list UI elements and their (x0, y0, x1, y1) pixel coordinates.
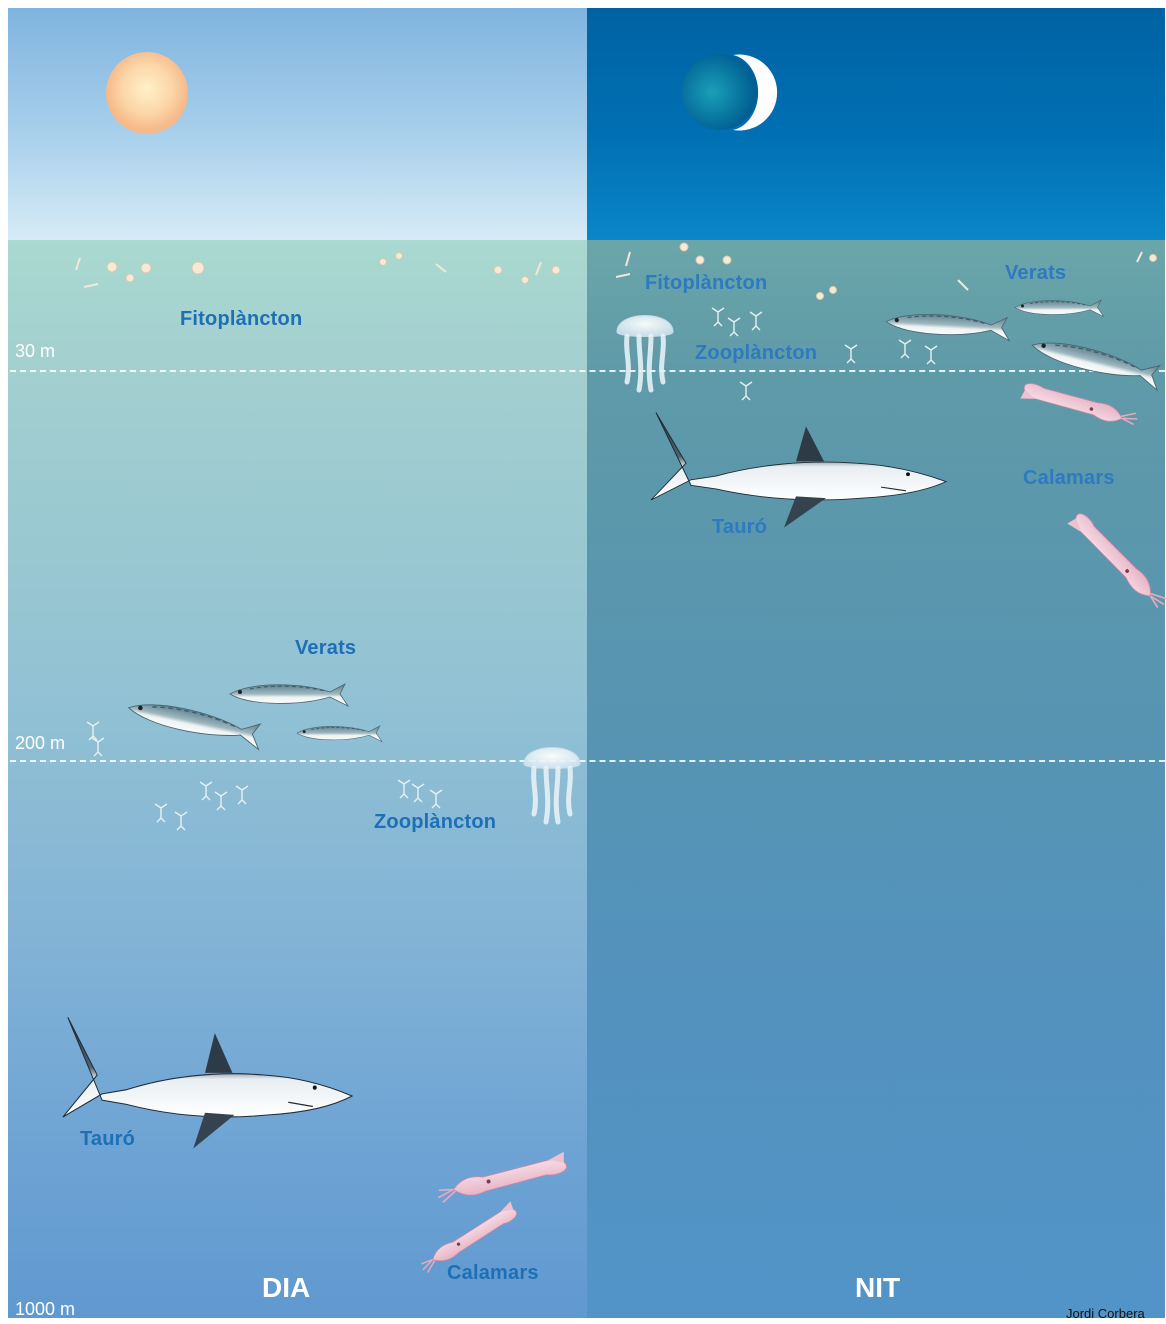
credit-text: Jordi Corbera (1066, 1306, 1145, 1321)
sun-icon (106, 52, 188, 134)
day-caption: DIA (262, 1272, 310, 1304)
mackerel-icon (297, 726, 382, 742)
day-phytoplankton-label: Fitoplàncton (180, 308, 302, 331)
squid-icon (1067, 506, 1166, 619)
mackerel-icon (886, 311, 1011, 341)
night-shark-label: Tauró (712, 516, 767, 539)
jellyfish-icon (617, 316, 673, 391)
jellyfish-icon (524, 748, 580, 823)
depth-label-30m: 30 m (15, 341, 55, 362)
mackerel-icon (230, 684, 348, 706)
depth-label-1000m: 1000 m (15, 1299, 75, 1320)
night-phytoplankton-label: Fitoplàncton (645, 272, 767, 295)
day-mackerel-label: Verats (295, 637, 356, 660)
night-mackerel-label: Verats (1005, 262, 1066, 285)
squid-icon (434, 1152, 569, 1203)
moon-icon (682, 54, 777, 131)
mackerel-icon (1015, 300, 1104, 317)
mackerel-icon (1029, 334, 1163, 390)
squid-icon (1020, 374, 1139, 438)
phytoplankton-icon (76, 253, 560, 288)
day-squid-label: Calamars (447, 1262, 539, 1285)
night-zooplankton-label: Zooplàncton (695, 342, 817, 365)
night-caption: NIT (855, 1272, 900, 1304)
depth-label-200m: 200 m (15, 733, 65, 754)
night-squid-label: Calamars (1023, 467, 1115, 490)
shark-icon (651, 413, 946, 528)
day-shark-label: Tauró (80, 1128, 135, 1151)
mackerel-icon (126, 696, 264, 749)
day-zooplankton-label: Zooplàncton (374, 811, 496, 834)
